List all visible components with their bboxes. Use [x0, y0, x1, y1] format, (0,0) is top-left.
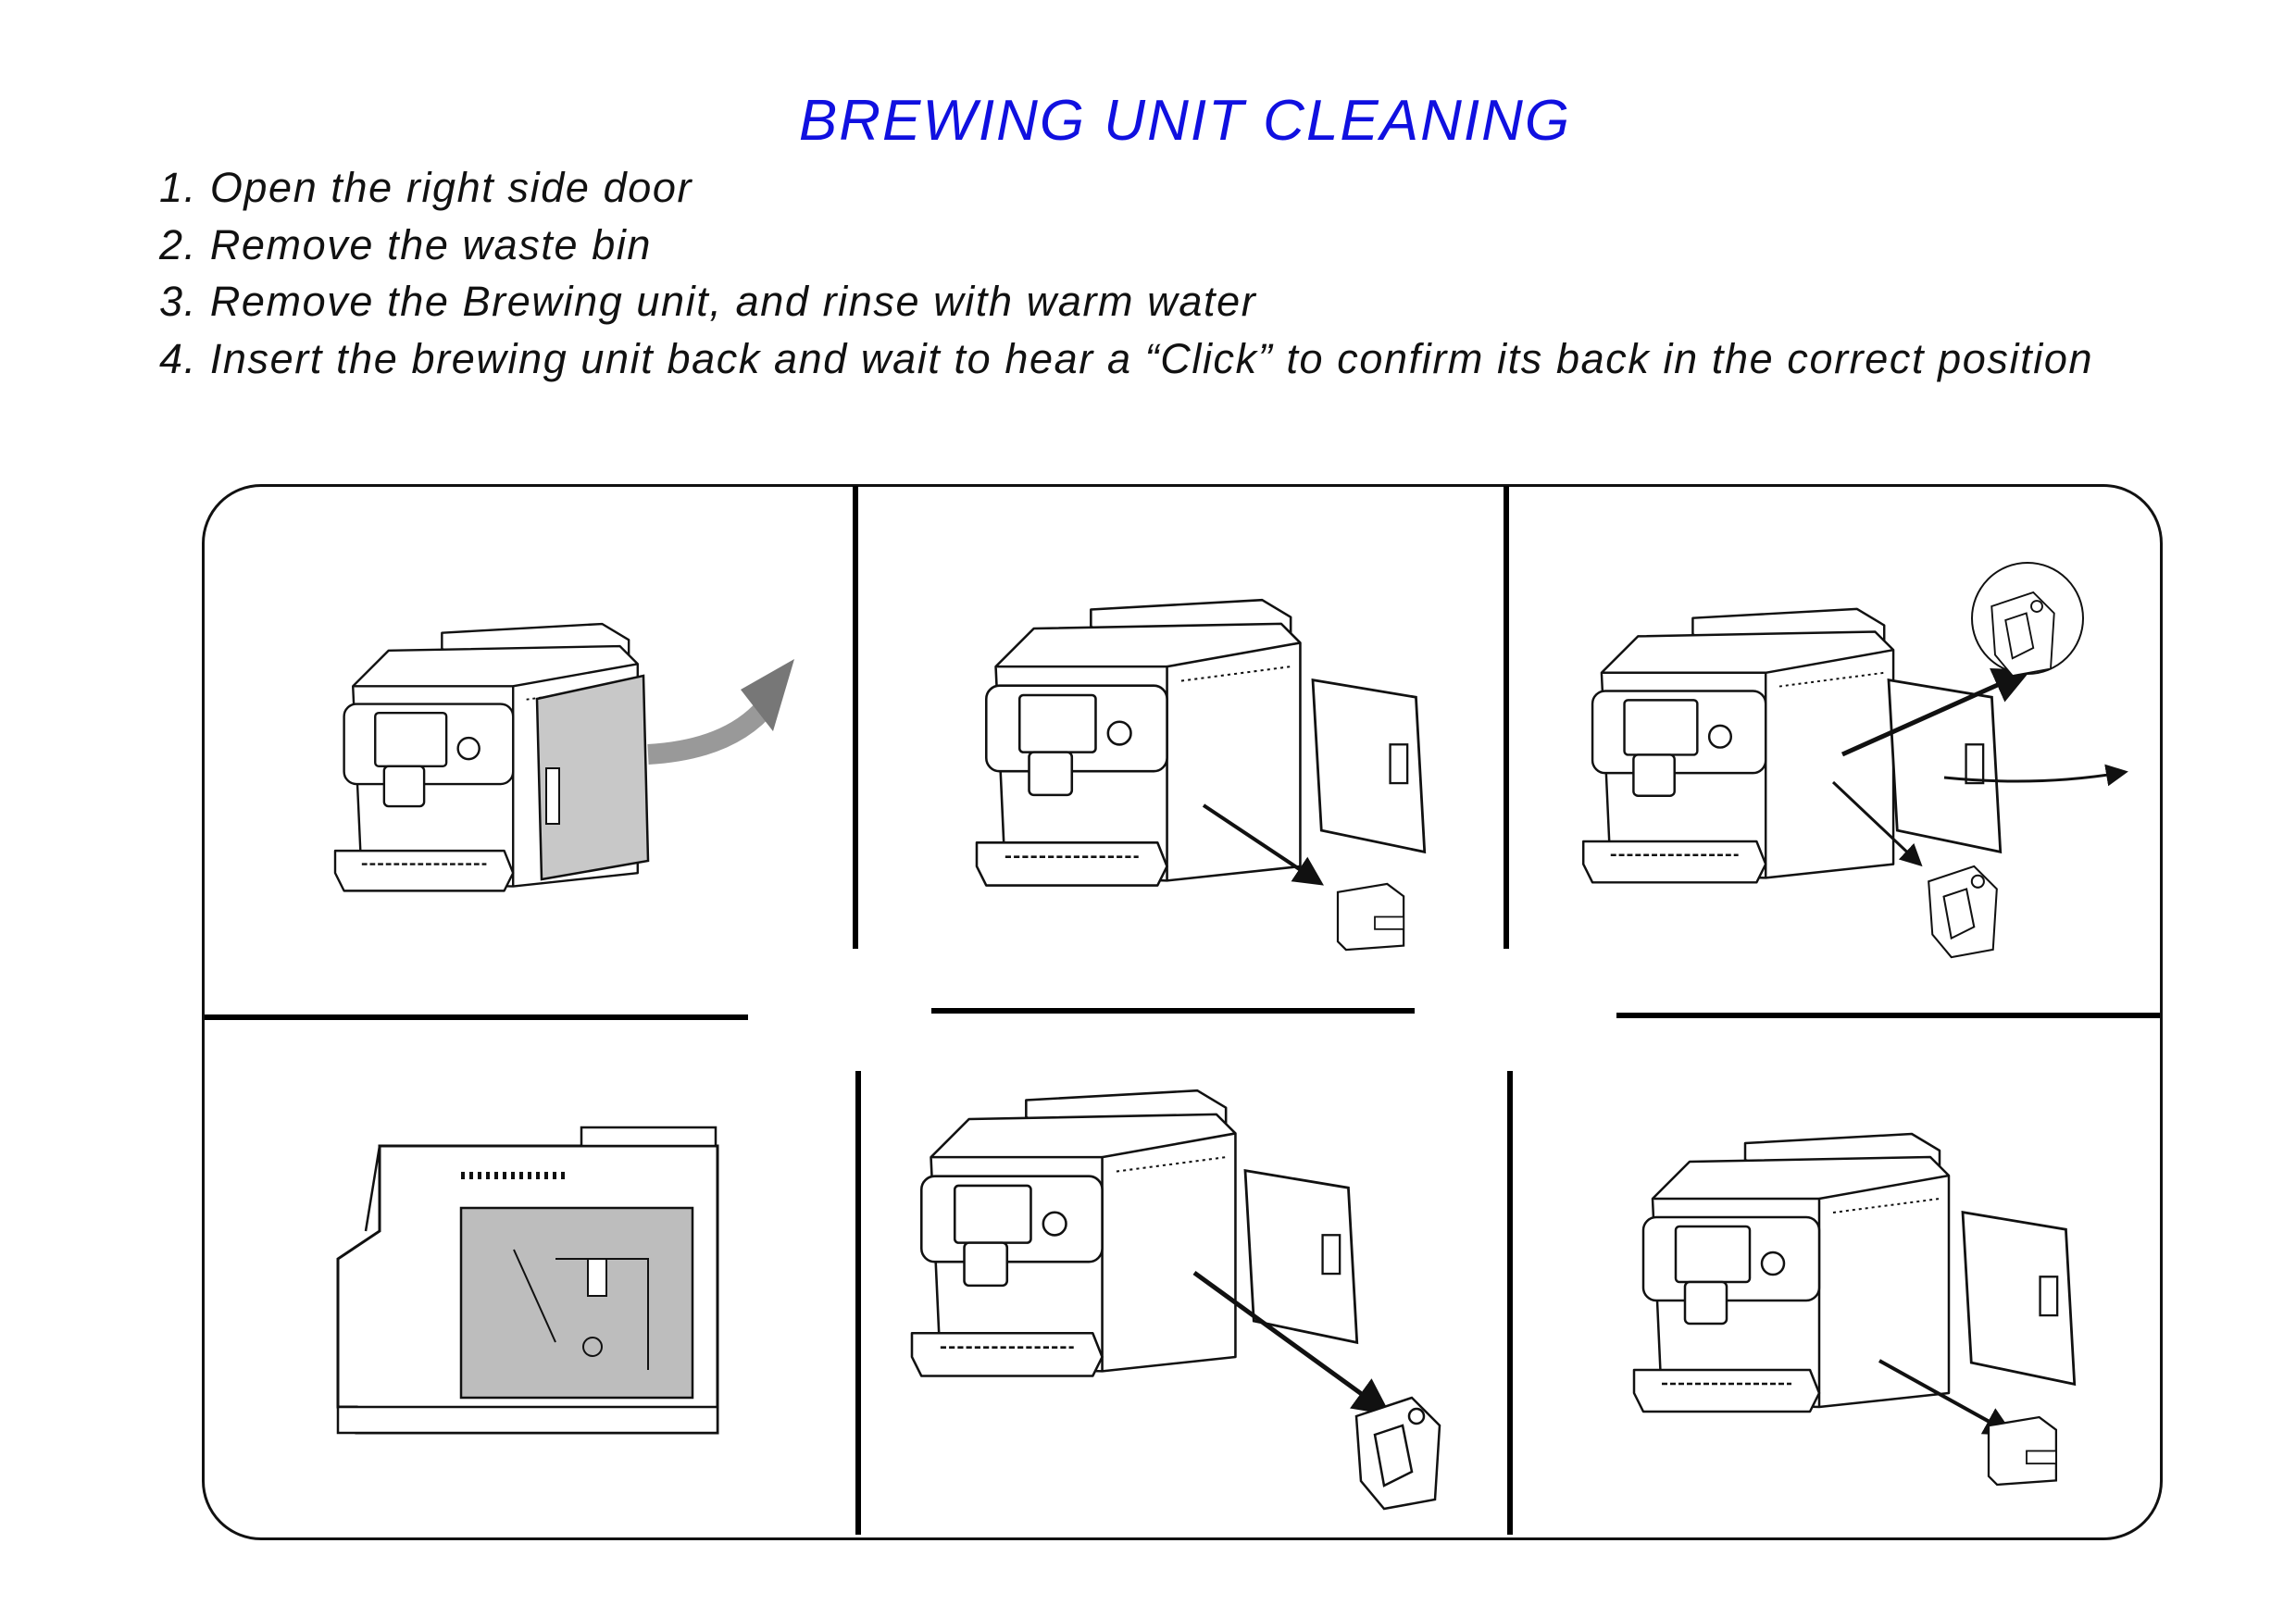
- divider: [853, 486, 858, 949]
- instruction-step: 2. Remove the waste bin: [159, 220, 653, 268]
- illustration-panel: [202, 484, 2163, 1540]
- step4-illustration: [336, 1126, 719, 1435]
- instruction-step: 4. Insert the brewing unit back and wait…: [159, 334, 2094, 382]
- instruction-step: 1. Open the right side door: [159, 164, 693, 211]
- divider: [1616, 1013, 2160, 1018]
- step1-illustration: [333, 622, 794, 892]
- divider: [855, 1071, 861, 1535]
- divider: [931, 1008, 1415, 1014]
- divider: [1504, 486, 1509, 949]
- divider: [205, 1014, 748, 1020]
- page-title: BREWING UNIT CLEANING: [798, 89, 1572, 153]
- instruction-list: 1. Open the right side door 2. Remove th…: [159, 159, 2093, 387]
- divider: [1507, 1071, 1513, 1535]
- instruction-step: 3. Remove the Brewing unit, and rinse wi…: [159, 278, 1257, 325]
- step3-illustration: [1581, 562, 2128, 959]
- step2-illustration: [975, 598, 1427, 952]
- step6-illustration: [1632, 1132, 2077, 1487]
- step5-illustration: [910, 1089, 1441, 1511]
